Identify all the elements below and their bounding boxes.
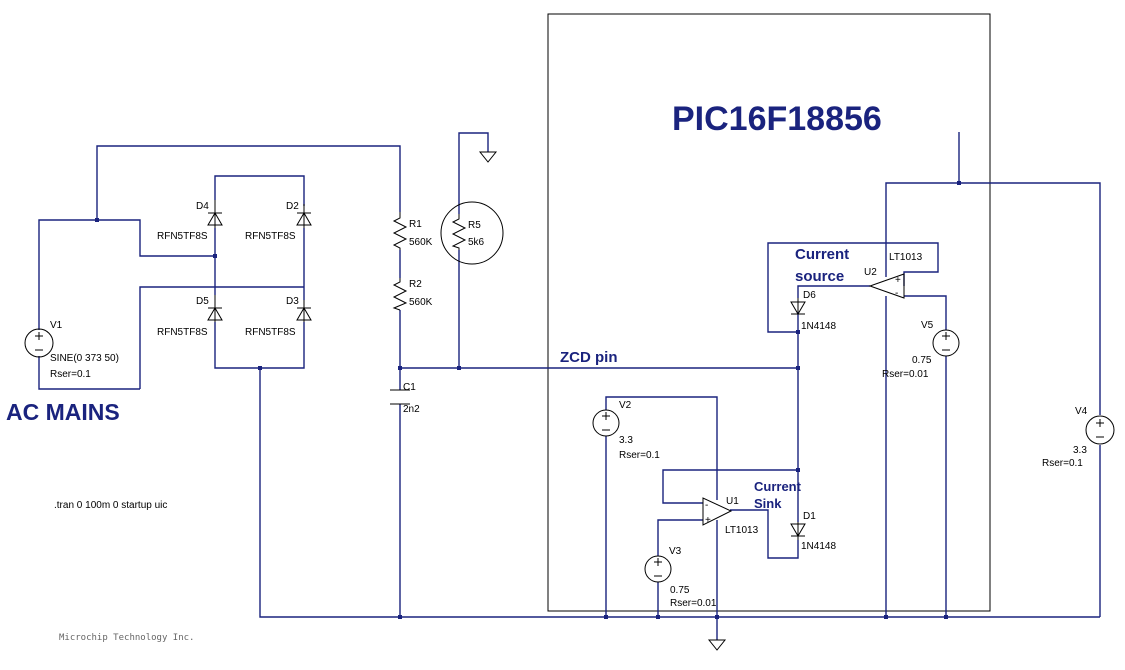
current-sink-label-2: Sink xyxy=(754,496,782,511)
zcd-pin-label: ZCD pin xyxy=(560,349,618,366)
svg-text:R2: R2 xyxy=(409,279,422,290)
svg-text:Rser=0.1: Rser=0.1 xyxy=(619,450,660,461)
svg-text:RFN5TF8S: RFN5TF8S xyxy=(157,327,208,338)
svg-text:+: + xyxy=(705,515,711,526)
svg-text:C1: C1 xyxy=(403,382,416,393)
svg-text:D2: D2 xyxy=(286,201,299,212)
diode-d3: D3 RFN5TF8S xyxy=(245,296,312,338)
diode-d4: D4 RFN5TF8S xyxy=(157,200,223,242)
svg-text:LT1013: LT1013 xyxy=(889,252,923,263)
svg-text:560K: 560K xyxy=(409,237,433,248)
current-source-label-2: source xyxy=(795,268,844,285)
svg-text:D5: D5 xyxy=(196,296,209,307)
svg-text:D3: D3 xyxy=(286,296,299,307)
svg-text:3.3: 3.3 xyxy=(1073,445,1087,456)
junctions xyxy=(95,181,961,619)
wires xyxy=(38,132,1101,640)
ac-mains-label: AC MAINS xyxy=(6,399,120,425)
svg-text:Rser=0.1: Rser=0.1 xyxy=(1042,458,1083,469)
capacitor-c1: C1 2n2 xyxy=(390,382,420,415)
svg-text:0.75: 0.75 xyxy=(912,355,932,366)
svg-text:V2: V2 xyxy=(619,400,632,411)
svg-text:0.75: 0.75 xyxy=(670,585,690,596)
ground-icon xyxy=(707,639,727,651)
voltage-source-v4: V4 3.3 Rser=0.1 xyxy=(1042,406,1115,469)
svg-text:D6: D6 xyxy=(803,290,816,301)
opamp-u1: - + U1 LT1013 xyxy=(702,496,759,536)
svg-text:R1: R1 xyxy=(409,219,422,230)
resistor-r2: R2 560K xyxy=(392,278,433,311)
svg-text:+: + xyxy=(895,275,901,286)
current-sink-label-1: Current xyxy=(754,479,802,494)
svg-text:D4: D4 xyxy=(196,201,209,212)
diode-d6: D6 1N4148 xyxy=(790,290,836,332)
svg-text:1N4148: 1N4148 xyxy=(801,321,836,332)
diode-d1: D1 1N4148 xyxy=(790,511,836,552)
svg-text:Rser=0.1: Rser=0.1 xyxy=(50,369,91,380)
chip-label: PIC16F18856 xyxy=(672,100,882,138)
svg-text:RFN5TF8S: RFN5TF8S xyxy=(157,231,208,242)
svg-text:D1: D1 xyxy=(803,511,816,522)
svg-text:U1: U1 xyxy=(726,496,739,507)
svg-text:U2: U2 xyxy=(864,267,877,278)
resistor-r5: R5 5k6 xyxy=(440,201,504,265)
svg-text:-: - xyxy=(705,500,708,511)
voltage-source-v1: V1 SINE(0 373 50) Rser=0.1 xyxy=(24,320,119,380)
svg-text:V3: V3 xyxy=(669,546,682,557)
svg-text:RFN5TF8S: RFN5TF8S xyxy=(245,327,296,338)
spice-directive: .tran 0 100m 0 startup uic xyxy=(54,500,167,511)
svg-text:RFN5TF8S: RFN5TF8S xyxy=(245,231,296,242)
svg-text:Rser=0.01: Rser=0.01 xyxy=(670,598,717,609)
svg-text:3.3: 3.3 xyxy=(619,435,633,446)
diode-d5: D5 RFN5TF8S xyxy=(157,295,223,338)
svg-text:Rser=0.01: Rser=0.01 xyxy=(882,369,929,380)
current-source-label-1: Current xyxy=(795,246,849,263)
voltage-source-v2: V2 3.3 Rser=0.1 xyxy=(592,400,660,461)
svg-text:V4: V4 xyxy=(1075,406,1088,417)
voltage-source-v5: V5 0.75 Rser=0.01 xyxy=(882,320,960,380)
svg-text:-: - xyxy=(895,288,898,299)
diode-d2: D2 RFN5TF8S xyxy=(245,201,312,242)
svg-text:R5: R5 xyxy=(468,220,481,231)
ground-icon xyxy=(478,151,498,163)
svg-text:V1: V1 xyxy=(50,320,63,331)
voltage-source-v3: V3 0.75 Rser=0.01 xyxy=(644,546,717,609)
svg-text:560K: 560K xyxy=(409,297,433,308)
svg-text:5k6: 5k6 xyxy=(468,237,485,248)
pic-chip-outline xyxy=(547,13,991,612)
svg-text:V5: V5 xyxy=(921,320,934,331)
footer-credit: Microchip Technology Inc. xyxy=(59,633,194,643)
svg-text:1N4148: 1N4148 xyxy=(801,541,836,552)
opamp-u2: + - U2 LT1013 xyxy=(864,252,923,299)
svg-text:SINE(0 373 50): SINE(0 373 50) xyxy=(50,353,119,364)
svg-text:2n2: 2n2 xyxy=(403,404,420,415)
svg-text:LT1013: LT1013 xyxy=(725,525,759,536)
resistor-r1: R1 560K xyxy=(392,212,433,250)
